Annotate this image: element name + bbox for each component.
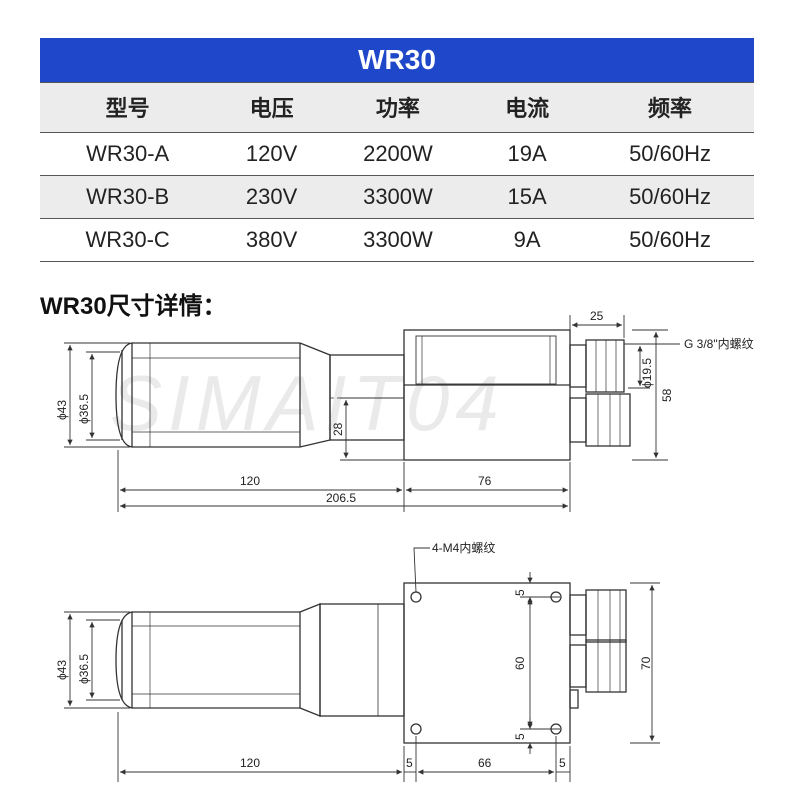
header-current: 电流 (468, 81, 587, 133)
dim-label: 4-M4内螺纹 (432, 541, 495, 555)
spec-table-title-row: WR30 (40, 38, 754, 82)
table-row: WR30-B 230V 3300W 15A 50/60Hz (40, 174, 754, 219)
cell-frequency: 50/60Hz (586, 218, 754, 262)
side-view-dimension-labels: 25 G 3/8"内螺纹 ϕ19.5 58 ϕ43 ϕ36.5 28 120 7… (55, 309, 754, 505)
dim-label: 66 (478, 756, 492, 770)
front-view-drawing (115, 582, 627, 744)
cell-frequency: 50/60Hz (586, 174, 754, 219)
spec-table-header-row: 型号 电压 功率 电流 频率 (40, 81, 754, 133)
cell-current: 19A (507, 140, 547, 166)
cell-frequency: 50/60Hz (629, 140, 712, 166)
cell-voltage: 380V (215, 218, 328, 262)
section-heading: WR30尺寸详情： (40, 286, 227, 321)
section-heading-model: WR30 (40, 293, 107, 320)
cell-power: 3300W (327, 218, 469, 262)
cell-current: 15A (468, 174, 587, 219)
dim-label: ϕ36.5 (77, 654, 91, 684)
cell-model: WR30-B (40, 174, 216, 219)
dim-label: 60 (513, 656, 527, 670)
header-voltage: 电压 (215, 81, 328, 133)
table-row: WR30-A 120V 2200W 19A 50/60Hz (40, 132, 754, 175)
front-view-dimension-labels: 4-M4内螺纹 ϕ43 ϕ36.5 5 60 5 70 120 5 66 5 (55, 541, 653, 770)
spec-table-title: WR30 (358, 43, 436, 75)
cell-model: WR30-C (40, 218, 216, 262)
dim-label: 58 (660, 388, 674, 402)
dim-label: ϕ43 (55, 400, 69, 420)
side-view-drawing (115, 329, 631, 461)
dim-label: 5 (513, 589, 527, 596)
dim-label: 70 (639, 656, 653, 670)
dim-label: 120 (240, 474, 260, 488)
cell-voltage: 120V (245, 140, 298, 166)
dim-label: 206.5 (326, 491, 356, 505)
dim-label: ϕ43 (55, 660, 69, 680)
cell-power: 2200W (363, 140, 433, 166)
dim-label: 5 (406, 756, 413, 770)
cell-voltage: 230V (215, 174, 328, 219)
side-view-dimension-lines (64, 315, 680, 512)
dim-label: 5 (559, 756, 566, 770)
cell-current: 9A (468, 218, 587, 262)
dim-label: G 3/8"内螺纹 (684, 337, 754, 351)
dim-label: 76 (478, 474, 492, 488)
dim-label: 28 (331, 422, 345, 436)
header-frequency: 频率 (586, 81, 754, 133)
cell-model: WR30-A (86, 140, 170, 166)
dim-label: 120 (240, 756, 260, 770)
section-heading-suffix: 尺寸详情： (106, 293, 227, 320)
cell-power: 3300W (327, 174, 469, 219)
watermark-text: SIMAIT04 (110, 359, 505, 447)
front-view-dimension-lines (64, 547, 660, 782)
dim-label: ϕ36.5 (77, 394, 91, 424)
dim-label: 5 (513, 733, 527, 740)
header-model: 型号 (40, 81, 216, 133)
spec-table: WR30 型号 电压 功率 电流 频率 WR30-A 120V 2200W 19… (40, 38, 754, 262)
header-power: 功率 (327, 81, 469, 133)
table-row: WR30-C 380V 3300W 9A 50/60Hz (40, 218, 754, 262)
dim-label: ϕ19.5 (640, 358, 654, 388)
dim-label: 25 (590, 309, 604, 323)
